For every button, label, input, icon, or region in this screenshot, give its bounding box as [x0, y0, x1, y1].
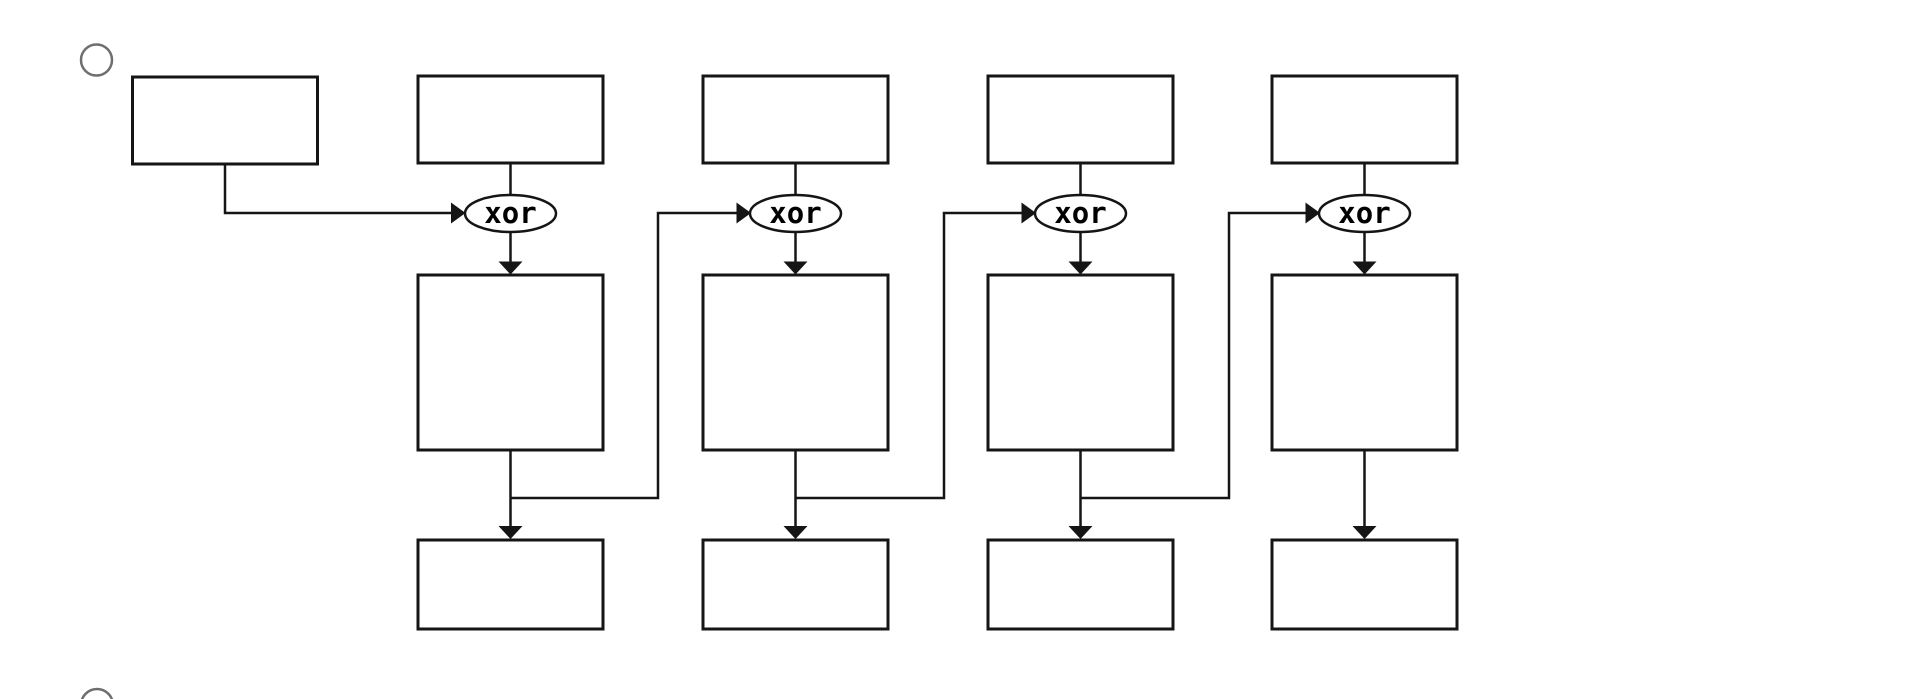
option-1-radio-button[interactable] [79, 43, 114, 77]
ciphertext-block-1 [416, 538, 605, 631]
arrow-into-cipher-4-icon [1352, 261, 1377, 275]
arrow-into-xor-2-icon [736, 202, 751, 224]
feedback-wire-3-to-xor-4 [1080, 211, 1306, 500]
xor-node-4-label: xor [1338, 196, 1390, 230]
arrow-into-output-3-icon [1068, 526, 1093, 539]
plaintext-block-4 [1270, 74, 1459, 165]
arrow-into-cipher-3-icon [1068, 261, 1093, 275]
feedback-wire-2-to-xor-3 [795, 211, 1022, 500]
arrow-into-xor-4-icon [1305, 202, 1320, 224]
cipher-function-block-4 [1270, 273, 1459, 452]
arrow-into-xor-1-icon [451, 202, 466, 224]
cipher-function-block-2 [701, 273, 890, 452]
feedback-wire-1-to-xor-2 [510, 211, 737, 500]
plaintext-block-1 [416, 74, 605, 165]
arrow-into-output-1-icon [498, 526, 523, 539]
plaintext-block-2 [701, 74, 890, 165]
iv-block [131, 75, 319, 166]
arrow-into-xor-3-icon [1021, 202, 1036, 224]
ciphertext-block-4 [1270, 538, 1459, 631]
arrow-into-cipher-1-icon [498, 261, 523, 275]
plaintext-block-3 [986, 74, 1175, 165]
xor-node-1-label: xor [484, 196, 536, 230]
arrow-into-output-2-icon [783, 526, 808, 539]
ciphertext-block-2 [701, 538, 890, 631]
cipher-function-block-3 [986, 273, 1175, 452]
ciphertext-block-3 [986, 538, 1175, 631]
arrow-into-cipher-2-icon [783, 261, 808, 275]
xor-node-2-label: xor [769, 196, 821, 230]
option-2-radio-button[interactable] [80, 687, 114, 699]
arrow-into-output-4-icon [1352, 526, 1377, 539]
connector-iv-to-xor-1 [223, 163, 451, 215]
cipher-function-block-1 [416, 273, 605, 452]
xor-node-3-label: xor [1054, 196, 1106, 230]
